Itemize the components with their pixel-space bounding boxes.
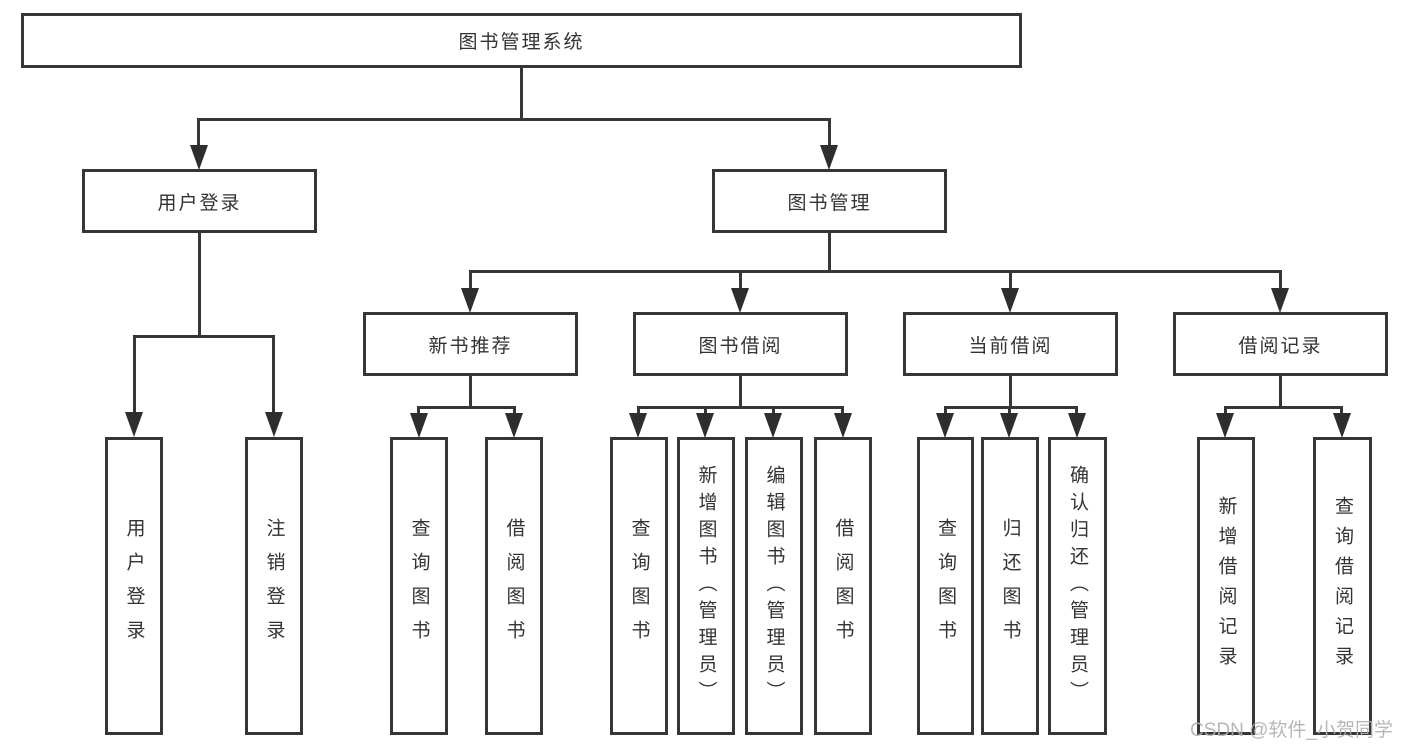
leaf-query-books-current-label: 查询图书	[935, 518, 956, 654]
leaf-query-books-borrow-label: 查询图书	[628, 518, 650, 654]
connector-vline	[1009, 270, 1012, 290]
node-current-borrow-label: 当前借阅	[968, 335, 1053, 357]
connector-vline	[133, 335, 136, 413]
arrow-down-icon	[764, 413, 782, 438]
connector-vline	[513, 406, 516, 415]
arrow-down-icon	[461, 288, 479, 313]
leaf-add-borrow-record: 新增借阅记录	[1197, 437, 1255, 735]
connector-hline	[197, 118, 831, 121]
connector-vline	[197, 118, 200, 146]
arrow-down-icon	[696, 413, 714, 438]
node-new-book-recommend-label: 新书推荐	[428, 335, 513, 357]
connector-vline	[1279, 375, 1282, 406]
connector-vline	[469, 270, 472, 290]
leaf-add-borrow-record-label: 新增借阅记录	[1215, 496, 1237, 676]
leaf-user-login-label: 用户登录	[123, 518, 145, 654]
connector-vline	[1340, 406, 1343, 415]
arrow-down-icon	[410, 413, 428, 438]
arrow-down-icon	[731, 288, 749, 313]
leaf-return-book-label: 归还图书	[999, 518, 1021, 654]
connector-hline	[944, 406, 1078, 409]
connector-vline	[1224, 406, 1227, 415]
connector-vline	[704, 406, 707, 415]
leaf-borrow-books-borrow: 借阅图书	[814, 437, 872, 735]
connector-vline	[772, 406, 775, 415]
node-user-login-label: 用户登录	[157, 192, 242, 214]
connector-hline	[637, 406, 844, 409]
connector-vline	[198, 233, 201, 335]
connector-vline	[739, 375, 742, 406]
connector-hline	[133, 335, 275, 338]
leaf-query-books-recommend-label: 查询图书	[408, 518, 430, 654]
leaf-add-book-admin: 新增图书（管理员）	[677, 437, 735, 735]
arrow-down-icon	[125, 412, 143, 437]
leaf-logout-label: 注销登录	[263, 518, 285, 654]
node-borrow-records-label: 借阅记录	[1238, 335, 1323, 357]
arrow-down-icon	[265, 412, 283, 437]
connector-vline	[828, 118, 831, 146]
node-book-management: 图书管理	[712, 169, 947, 233]
arrow-down-icon	[1001, 288, 1019, 313]
connector-vline	[739, 270, 742, 290]
arrow-down-icon	[820, 145, 838, 170]
leaf-confirm-return-admin-label: 确认归还（管理员）	[1067, 464, 1088, 708]
node-root-label: 图书管理系统	[458, 32, 585, 53]
connector-vline	[828, 233, 831, 270]
connector-vline	[944, 406, 947, 415]
arrow-down-icon	[629, 413, 647, 438]
connector-vline	[417, 406, 420, 415]
node-new-book-recommend: 新书推荐	[363, 312, 578, 376]
leaf-query-borrow-record-label: 查询借阅记录	[1332, 496, 1353, 676]
connector-vline	[1009, 375, 1012, 406]
leaf-edit-book-admin-label: 编辑图书（管理员）	[763, 464, 785, 708]
arrow-down-icon	[1000, 413, 1018, 438]
connector-vline	[1008, 406, 1011, 415]
arrow-down-icon	[1271, 288, 1289, 313]
connector-hline	[469, 270, 1281, 273]
node-root: 图书管理系统	[21, 13, 1022, 68]
node-book-borrow-label: 图书借阅	[698, 335, 783, 357]
connector-vline	[469, 375, 472, 406]
connector-vline	[1279, 270, 1282, 290]
connector-hline	[417, 406, 516, 409]
leaf-borrow-books-recommend: 借阅图书	[485, 437, 543, 735]
arrow-down-icon	[190, 145, 208, 170]
connector-hline	[1224, 406, 1343, 409]
arrow-down-icon	[834, 413, 852, 438]
connector-vline	[1075, 406, 1078, 415]
arrow-down-icon	[1333, 413, 1351, 438]
leaf-return-book: 归还图书	[981, 437, 1039, 735]
leaf-query-books-current: 查询图书	[917, 437, 974, 735]
leaf-query-books-recommend: 查询图书	[390, 437, 448, 735]
node-borrow-records: 借阅记录	[1173, 312, 1388, 376]
leaf-borrow-books-recommend-label: 借阅图书	[503, 518, 525, 654]
connector-vline	[520, 68, 523, 118]
leaf-add-book-admin-label: 新增图书（管理员）	[695, 464, 717, 708]
connector-vline	[841, 406, 844, 415]
arrow-down-icon	[505, 413, 523, 438]
leaf-query-borrow-record: 查询借阅记录	[1313, 437, 1372, 735]
leaf-user-login: 用户登录	[105, 437, 163, 735]
leaf-logout: 注销登录	[245, 437, 303, 735]
leaf-confirm-return-admin: 确认归还（管理员）	[1048, 437, 1107, 735]
node-book-management-label: 图书管理	[787, 192, 872, 214]
leaf-query-books-borrow: 查询图书	[610, 437, 668, 735]
watermark-text: CSDN @软件_小贺同学	[1190, 720, 1393, 741]
node-current-borrow: 当前借阅	[903, 312, 1118, 376]
node-user-login: 用户登录	[82, 169, 317, 233]
connector-vline	[637, 406, 640, 415]
leaf-edit-book-admin: 编辑图书（管理员）	[745, 437, 803, 735]
connector-vline	[272, 335, 275, 413]
arrow-down-icon	[936, 413, 954, 438]
arrow-down-icon	[1216, 413, 1234, 438]
node-book-borrow: 图书借阅	[633, 312, 848, 376]
leaf-borrow-books-borrow-label: 借阅图书	[832, 518, 854, 654]
arrow-down-icon	[1068, 413, 1086, 438]
